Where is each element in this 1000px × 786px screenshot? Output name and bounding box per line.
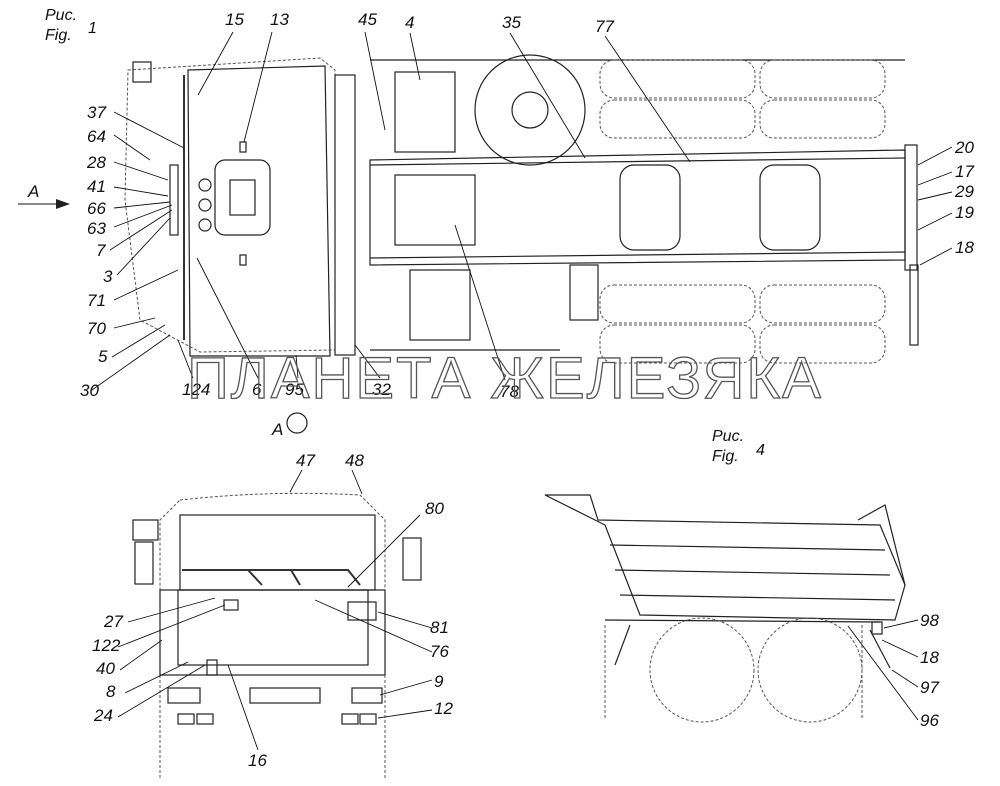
callout: 29 — [954, 182, 974, 201]
callout: 32 — [372, 380, 391, 399]
callout: 48 — [345, 451, 364, 470]
callout: 40 — [96, 659, 115, 678]
dump-truck-side-view — [544, 494, 919, 723]
callout: 20 — [954, 138, 974, 157]
callout: 63 — [87, 219, 106, 238]
callout: 77 — [595, 17, 614, 36]
callout: 28 — [86, 153, 106, 172]
callout: 18 — [920, 648, 939, 667]
callout: 13 — [270, 10, 289, 29]
callout: 6 — [252, 380, 262, 399]
callout: 80 — [425, 499, 444, 518]
view-circle-label: A — [271, 420, 283, 439]
callout: 30 — [80, 381, 99, 400]
callout: 95 — [285, 380, 304, 399]
callout: 124 — [182, 380, 210, 399]
callout: 3 — [103, 267, 113, 286]
truck-top-view — [18, 31, 953, 434]
callout: 5 — [98, 347, 108, 366]
callout: 41 — [87, 177, 106, 196]
callout: 96 — [920, 711, 939, 730]
fig1-caption-ru: Рис. — [45, 7, 77, 24]
callout: 98 — [920, 611, 939, 630]
callout: 76 — [430, 642, 449, 661]
callout: 16 — [248, 751, 267, 770]
callout: 4 — [405, 13, 414, 32]
fig4-callouts: 98 18 97 96 — [920, 611, 939, 730]
callout: 78 — [500, 382, 519, 401]
callout: 70 — [87, 319, 106, 338]
callout: 8 — [106, 682, 116, 701]
callout: 19 — [955, 203, 974, 222]
callout: 18 — [955, 238, 974, 257]
fig1-caption-en: Fig. — [45, 27, 72, 44]
callout: 27 — [103, 612, 123, 631]
callout: 12 — [434, 699, 453, 718]
callout: 9 — [434, 672, 444, 691]
callout: 71 — [87, 291, 106, 310]
callout: 7 — [96, 241, 106, 260]
callout: 17 — [955, 162, 974, 181]
callout: 97 — [920, 678, 939, 697]
truck-front-view — [117, 469, 433, 780]
callout: 45 — [358, 10, 377, 29]
callout: 24 — [93, 706, 113, 725]
fig1-callouts: 15 13 45 4 35 77 37 64 28 41 66 63 7 3 7… — [80, 10, 974, 401]
front-view-callouts: 47 48 80 27 122 40 8 24 81 76 9 12 16 — [92, 451, 453, 770]
callout: 37 — [87, 103, 106, 122]
watermark: ПЛАНЕТА ЖЕЛЕЗЯКА — [187, 346, 823, 411]
callout: 47 — [296, 451, 315, 470]
callout: 64 — [87, 127, 106, 146]
callout: 66 — [87, 199, 106, 218]
callout: 81 — [430, 618, 449, 637]
fig4-caption-ru: Рис. — [712, 428, 744, 445]
view-arrow-label: A — [27, 182, 39, 201]
callout: 35 — [502, 13, 521, 32]
callout: 122 — [92, 636, 121, 655]
callout: 15 — [225, 10, 244, 29]
fig1-number: 1 — [88, 20, 97, 37]
fig4-caption-en: Fig. — [712, 448, 739, 465]
fig4-number: 4 — [756, 442, 765, 459]
